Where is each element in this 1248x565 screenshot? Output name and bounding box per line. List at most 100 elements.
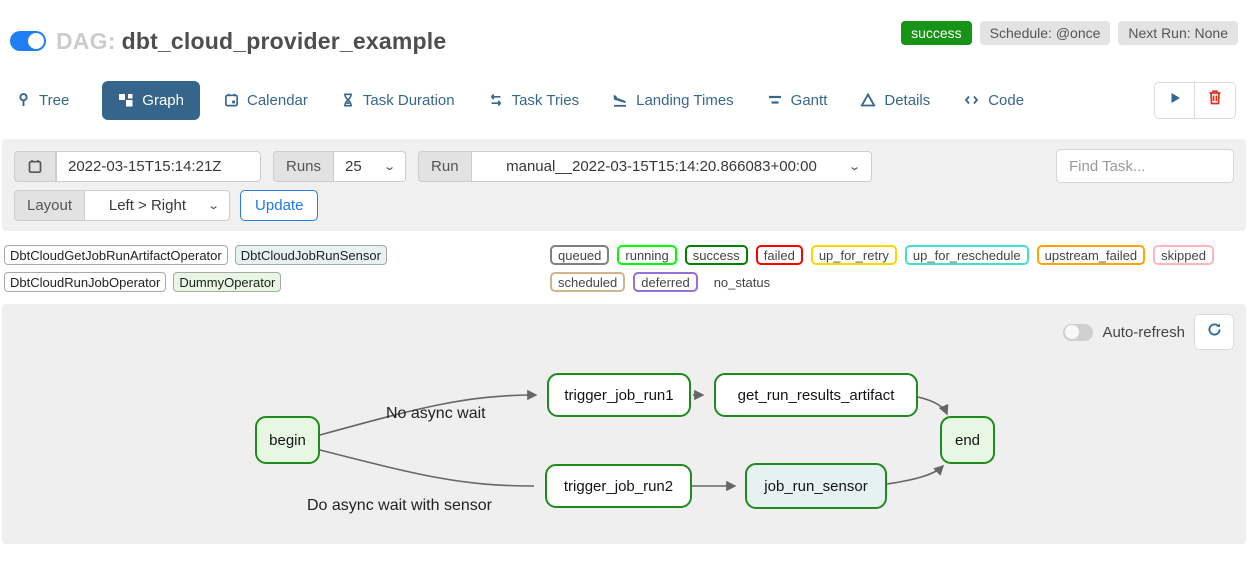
layout-select-value: Left > Right xyxy=(108,197,186,214)
state-badge-deferred: deferred xyxy=(633,272,698,292)
schedule-badge: Schedule: @once xyxy=(979,21,1111,45)
play-icon xyxy=(1167,90,1183,111)
next-run-badge: Next Run: None xyxy=(1118,21,1238,45)
page-title: DAG:dbt_cloud_provider_example xyxy=(56,28,446,55)
graph-edges xyxy=(319,389,949,492)
tab-gantt[interactable]: Gantt xyxy=(767,91,828,109)
layout-group: Layout Left > Right ⌄ xyxy=(14,190,231,221)
toggle-knob xyxy=(1065,325,1080,339)
layout-select[interactable]: Left > Right ⌄ xyxy=(85,190,231,221)
tab-label: Task Duration xyxy=(362,91,455,109)
tab-graph[interactable]: Graph xyxy=(102,80,200,120)
status-badge: success xyxy=(901,21,972,45)
triangle-icon xyxy=(860,92,877,108)
tab-task-duration[interactable]: Task Duration xyxy=(341,92,455,109)
state-badge-success: success xyxy=(684,245,748,265)
edge-label-no-async-wait: No async wait xyxy=(386,405,486,422)
view-tabs: Tree Graph Calendar Task Duration Task T… xyxy=(0,78,1248,122)
refresh-button[interactable] xyxy=(1194,314,1234,350)
task-node-job-run-sensor[interactable]: job_run_sensor xyxy=(745,463,887,509)
refresh-icon xyxy=(1206,321,1223,343)
task-node-begin[interactable]: begin xyxy=(255,416,320,464)
tab-details[interactable]: Details xyxy=(860,92,930,109)
dag-pause-toggle[interactable] xyxy=(10,31,46,51)
dag-prefix-label: DAG: xyxy=(56,27,116,54)
gantt-icon xyxy=(767,92,783,108)
run-group: Run manual__2022-03-15T15:14:20.866083+0… xyxy=(418,150,872,182)
state-badge-running: running xyxy=(617,245,677,265)
edge-label-do-async-wait: Do async wait with sensor xyxy=(307,497,492,514)
find-task-input[interactable] xyxy=(1056,149,1234,183)
state-badge-queued: queued xyxy=(550,245,610,265)
base-date-input[interactable] xyxy=(56,150,261,182)
run-label: Run xyxy=(418,150,472,182)
state-badge-upstream-failed: upstream_failed xyxy=(1036,245,1146,265)
state-badge-scheduled: scheduled xyxy=(550,272,626,292)
plane-landing-icon xyxy=(612,92,628,108)
operator-badge: DbtCloudJobRunSensor xyxy=(234,245,387,265)
operator-badge: DbtCloudGetJobRunArtifactOperator xyxy=(4,245,228,265)
trash-icon xyxy=(1207,89,1223,111)
toggle-knob xyxy=(28,33,44,49)
task-node-trigger-job-run1[interactable]: trigger_job_run1 xyxy=(547,373,691,417)
tab-code[interactable]: Code xyxy=(963,92,1024,109)
tab-label: Gantt xyxy=(790,91,828,109)
legend: DbtCloudGetJobRunArtifactOperator DbtClo… xyxy=(2,245,1246,292)
code-icon xyxy=(963,92,980,108)
dag-graph-panel: No async wait Do async wait with sensor … xyxy=(2,304,1246,544)
runs-label: Runs xyxy=(273,150,335,182)
tab-task-tries[interactable]: Task Tries xyxy=(488,91,580,109)
hourglass-icon xyxy=(341,92,355,108)
task-node-get-run-results-artifact[interactable]: get_run_results_artifact xyxy=(714,373,918,417)
state-badge-up-for-reschedule: up_for_reschedule xyxy=(904,245,1029,265)
tab-label: Tree xyxy=(39,91,70,109)
operator-badge: DummyOperator xyxy=(173,272,282,292)
trigger-dag-button[interactable] xyxy=(1154,81,1195,119)
dag-actions xyxy=(1154,81,1236,119)
task-node-end[interactable]: end xyxy=(940,416,995,464)
repeat-icon xyxy=(488,92,504,108)
tab-label: Landing Times xyxy=(636,91,734,109)
num-runs-select[interactable]: 25 ⌄ xyxy=(334,150,407,182)
tab-label: Details xyxy=(884,91,931,109)
tab-label: Calendar xyxy=(247,91,308,109)
filter-row-1: Runs 25 ⌄ Run manual__2022-03-15T15:14:2… xyxy=(14,149,1234,183)
sitemap-icon xyxy=(118,92,134,108)
base-date-group xyxy=(14,150,261,182)
run-select[interactable]: manual__2022-03-15T15:14:20.866083+00:00… xyxy=(471,150,872,182)
tab-label: Graph xyxy=(142,91,184,109)
num-runs-value: 25 xyxy=(345,157,362,175)
tab-label: Task Tries xyxy=(511,91,580,109)
tab-landing-times[interactable]: Landing Times xyxy=(612,92,734,109)
state-legend: queued running success failed up_for_ret… xyxy=(550,245,1246,292)
state-badge-up-for-retry: up_for_retry xyxy=(810,245,897,265)
tab-tree[interactable]: Tree xyxy=(16,92,69,109)
calendar-icon xyxy=(224,92,239,108)
filter-bar: Runs 25 ⌄ Run manual__2022-03-15T15:14:2… xyxy=(2,139,1246,231)
operator-legend: DbtCloudGetJobRunArtifactOperator DbtClo… xyxy=(2,245,550,292)
task-node-trigger-job-run2[interactable]: trigger_job_run2 xyxy=(545,464,692,508)
layout-label: Layout xyxy=(14,190,86,221)
auto-refresh-label: Auto-refresh xyxy=(1102,323,1185,341)
tab-label: Code xyxy=(988,91,1025,109)
update-button[interactable]: Update xyxy=(240,190,319,221)
auto-refresh-toggle[interactable] xyxy=(1063,323,1094,341)
state-badge-skipped: skipped xyxy=(1153,245,1214,265)
refresh-controls: Auto-refresh xyxy=(1063,314,1234,350)
run-select-value: manual__2022-03-15T15:14:20.866083+00:00 xyxy=(506,157,817,175)
state-badge-failed: failed xyxy=(755,245,803,265)
chevron-down-icon: ⌄ xyxy=(848,160,862,173)
header-badges: success Schedule: @once Next Run: None xyxy=(901,21,1238,45)
tree-icon xyxy=(16,92,31,108)
delete-dag-button[interactable] xyxy=(1195,81,1236,119)
calendar-addon-icon xyxy=(14,150,56,182)
runs-group: Runs 25 ⌄ xyxy=(273,150,407,182)
operator-badge: DbtCloudRunJobOperator xyxy=(4,272,167,292)
chevron-down-icon: ⌄ xyxy=(206,200,220,212)
tab-calendar[interactable]: Calendar xyxy=(224,92,308,109)
state-badge-no-status: no_status xyxy=(713,274,771,290)
chevron-down-icon: ⌄ xyxy=(382,160,396,173)
dag-id: dbt_cloud_provider_example xyxy=(121,27,447,54)
dag-header: DAG:dbt_cloud_provider_example success S… xyxy=(0,0,1248,58)
filter-row-2: Layout Left > Right ⌄ Update xyxy=(14,190,1234,221)
